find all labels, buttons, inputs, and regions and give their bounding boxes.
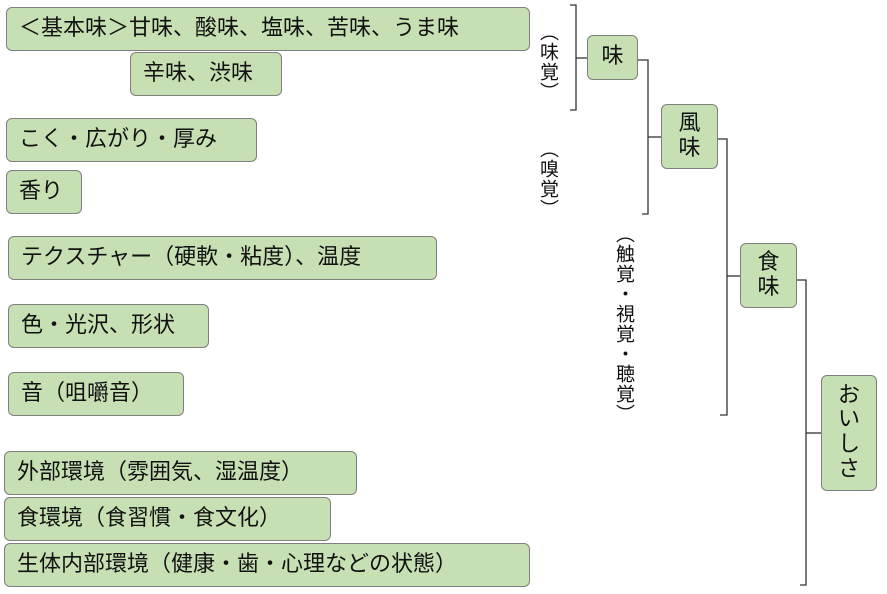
shokumi-node-label: 食味 (757, 249, 780, 300)
color-shape-box: 色・光沢、形状 (8, 304, 209, 348)
oishisa-node: おいしさ (821, 375, 877, 491)
aroma-box: 香り (6, 170, 82, 214)
aji-node-label: 味 (601, 44, 624, 70)
food-environment-box: 食環境（食習慣・食文化） (4, 497, 331, 541)
taste-bracket (570, 4, 577, 111)
texture-temperature-box: テクスチャー（硬軟・粘度）、温度 (8, 236, 437, 280)
oishisa-bracket (797, 279, 807, 586)
smell-sense-label: （嗅覚） (537, 139, 559, 219)
pungent-astringent-box: 辛味、渋味 (130, 52, 282, 96)
fumi-node: 風味 (661, 104, 718, 169)
basic-tastes-box: ＜基本味＞甘味、酸味、塩味、苦味、うま味 (6, 7, 530, 51)
fumi-node-label: 風味 (678, 110, 701, 161)
external-environment-box: 外部環境（雰囲気、湿温度） (4, 451, 357, 495)
internal-environment-box: 生体内部環境（健康・歯・心理などの状態） (4, 543, 530, 587)
aji-node: 味 (587, 35, 638, 80)
flavor-bracket (638, 59, 649, 215)
oishisa-node-label: おいしさ (837, 382, 860, 482)
other-senses-label: （触覚・視覚・聴覚） (613, 224, 635, 424)
shokumi-bracket (718, 138, 728, 416)
shokumi-node: 食味 (740, 243, 797, 308)
richness-box: こく・広がり・厚み (6, 118, 257, 162)
taste-sense-label: （味覚） (537, 22, 559, 102)
sound-box: 音（咀嚼音） (8, 372, 184, 416)
